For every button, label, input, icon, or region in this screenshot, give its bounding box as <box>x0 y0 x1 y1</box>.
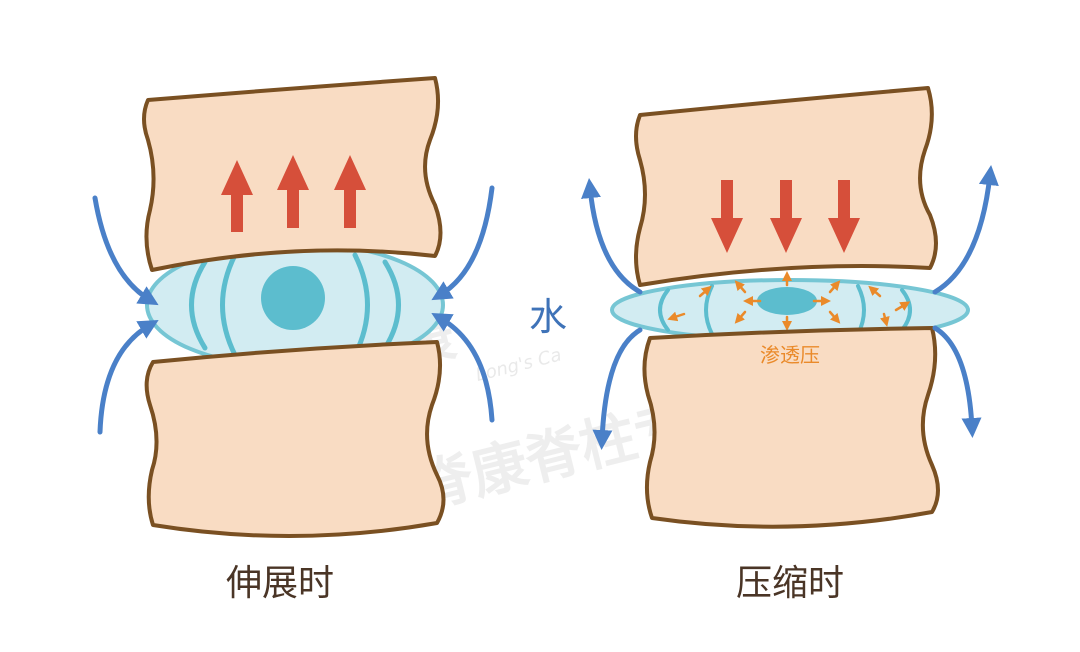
water-inflow-arrows <box>92 185 495 435</box>
outflow-arrow-icon <box>932 165 999 295</box>
lower-vertebra-left <box>144 340 446 539</box>
up-arrow-icon <box>334 155 366 228</box>
outflow-arrow-icon <box>932 325 982 438</box>
osmotic-arrow-icon <box>734 310 747 324</box>
osmotic-arrow-icon <box>698 285 712 298</box>
nucleus-compressed <box>757 287 817 315</box>
osmotic-pressure-label: 渗透压 <box>760 343 820 367</box>
compression-panel: 渗透压 压缩时 <box>581 86 999 604</box>
extension-caption: 伸展时 <box>226 563 334 604</box>
up-arrow-icon <box>221 160 253 232</box>
disc-extended <box>145 241 445 369</box>
osmotic-arrow-icon <box>828 280 841 294</box>
nucleus-extended <box>261 266 325 330</box>
osmotic-arrow-icon <box>667 311 686 322</box>
inflow-arrow-icon <box>92 195 159 306</box>
inflow-arrow-icon <box>431 185 495 301</box>
lower-vertebra-right <box>642 326 940 529</box>
inflow-arrow-icon <box>431 313 495 423</box>
down-arrow-icon <box>711 180 743 253</box>
outflow-arrow-icon <box>581 178 643 295</box>
water-outflow-arrows <box>581 165 999 450</box>
extension-panel: 伸展时 <box>92 76 495 604</box>
outflow-arrow-icon <box>592 327 643 450</box>
up-arrow-icon <box>277 155 309 228</box>
inflow-arrow-icon <box>97 320 159 435</box>
water-label: 水 <box>529 295 567 339</box>
down-arrow-icon <box>770 180 802 253</box>
down-arrow-icon <box>828 180 860 253</box>
compression-caption: 压缩时 <box>736 563 844 604</box>
osmotic-arrows <box>667 271 911 331</box>
osmotic-arrow-icon <box>828 310 841 324</box>
osmotic-arrow-icon <box>734 280 747 294</box>
osmotic-arrow-icon <box>894 301 911 312</box>
upward-force-arrows <box>221 155 366 232</box>
osmotic-arrow-icon <box>868 285 882 298</box>
osmotic-arrow-icon <box>879 312 890 327</box>
downward-force-arrows <box>711 180 860 253</box>
